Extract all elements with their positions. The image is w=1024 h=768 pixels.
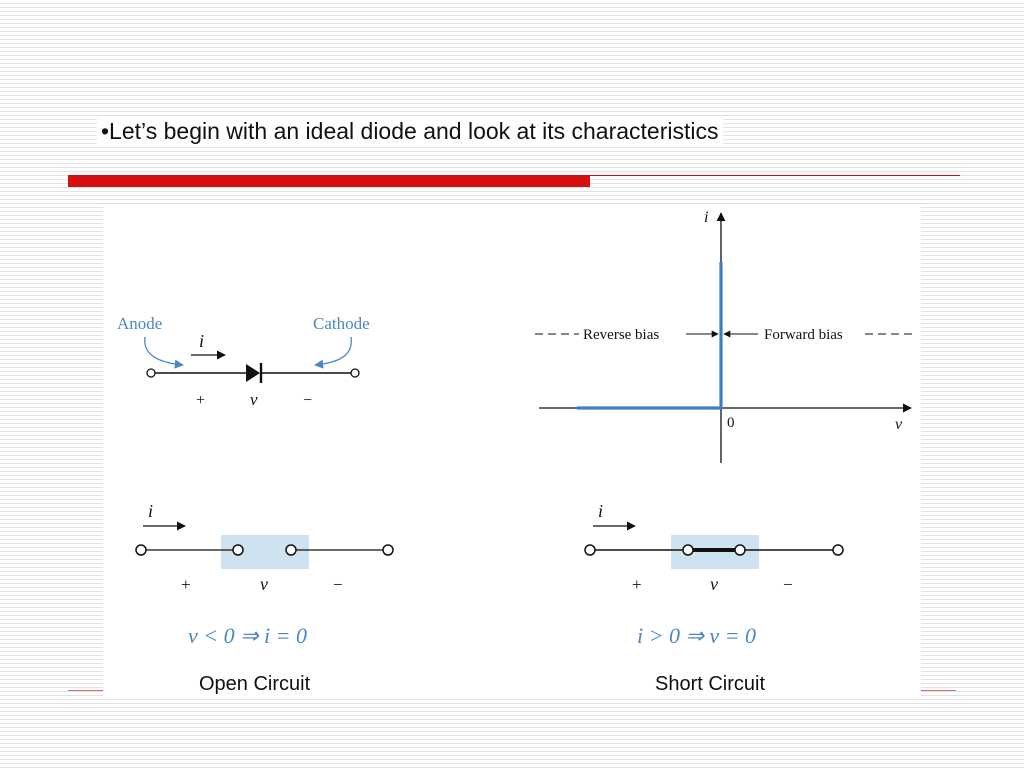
open-plus-label: + [181, 575, 191, 594]
diode-figure: Anode Cathode i + v − i v 0 Reverse bias… [103, 207, 921, 699]
iv-graph-panel: i v 0 Reverse bias Forward bias [535, 209, 913, 463]
open-terminal-left [135, 544, 147, 556]
footer-accent-right [920, 690, 956, 691]
anode-label: Anode [117, 314, 162, 333]
diode-voltage-label: v [250, 390, 258, 409]
open-terminal-right [382, 544, 394, 556]
diode-minus-label: − [303, 392, 312, 409]
short-terminal-left [584, 544, 596, 556]
anode-pointer-arrow [144, 336, 184, 369]
short-contact-left [682, 544, 694, 556]
short-condition-text: i > 0 ⇒ v = 0 [637, 623, 756, 648]
bullet-text: •Let’s begin with an ideal diode and loo… [97, 116, 723, 147]
title-accent-line [590, 175, 960, 176]
diode-symbol-panel: Anode Cathode i + v − [117, 314, 370, 409]
diode-current-label: i [199, 331, 204, 351]
open-circuit-panel: i + v − v < 0 ⇒ i = 0 Open Circuit [135, 501, 394, 695]
diode-figure-svg: Anode Cathode i + v − i v 0 Reverse bias… [117, 209, 913, 695]
title-accent-bar [68, 175, 590, 187]
short-plus-label: + [632, 575, 642, 594]
short-current-label: i [598, 501, 603, 521]
open-condition-text: v < 0 ⇒ i = 0 [188, 623, 307, 648]
diode-plus-label: + [196, 392, 205, 409]
short-circuit-caption: Short Circuit [655, 673, 765, 695]
iv-origin-label: 0 [727, 415, 735, 431]
cathode-pointer-arrow [314, 336, 352, 369]
cathode-terminal [350, 368, 360, 378]
forward-bias-label: Forward bias [764, 327, 843, 343]
iv-y-axis-label: i [704, 209, 708, 226]
cathode-label: Cathode [313, 314, 370, 333]
anode-terminal [146, 368, 156, 378]
reverse-bias-label: Reverse bias [583, 327, 659, 343]
open-minus-label: − [333, 575, 343, 594]
footer-accent-left [68, 690, 104, 691]
diode-triangle-icon [246, 364, 260, 382]
short-voltage-label: v [710, 574, 718, 594]
iv-x-axis-label: v [895, 416, 903, 433]
open-contact-left [232, 544, 244, 556]
open-circuit-caption: Open Circuit [199, 673, 311, 695]
short-contact-right [734, 544, 746, 556]
open-current-label: i [148, 501, 153, 521]
open-contact-right [285, 544, 297, 556]
short-circuit-panel: i + v − i > 0 ⇒ v = 0 Short Circuit [584, 501, 844, 695]
short-minus-label: − [783, 575, 793, 594]
short-terminal-right [832, 544, 844, 556]
iv-characteristic-curve [577, 262, 723, 410]
open-voltage-label: v [260, 574, 268, 594]
